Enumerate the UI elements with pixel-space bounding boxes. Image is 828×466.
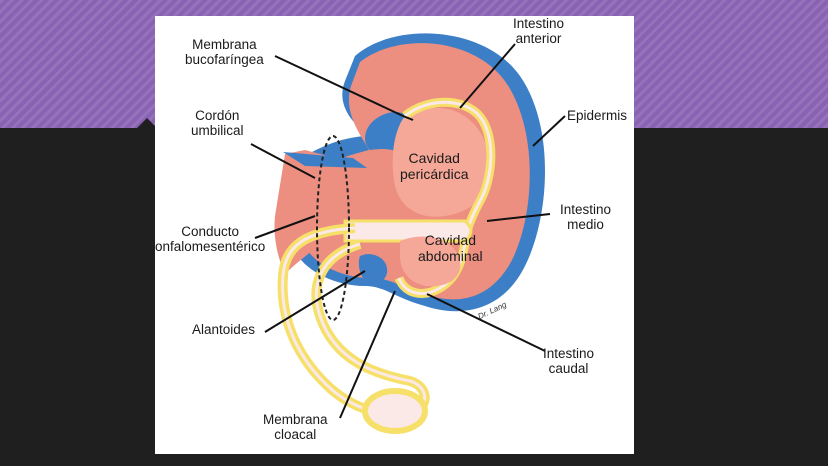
abdominal-cavity <box>400 236 461 287</box>
label-alantoides: Alantoides <box>192 322 256 337</box>
gut-tube-inner <box>397 100 493 295</box>
label-intestino-anterior: Intestino anterior <box>513 16 565 46</box>
yolk-sac <box>362 388 428 434</box>
label-intestino-caudal: Intestino caudal <box>543 346 595 376</box>
label-membrana-cloacal: Membrana cloacal <box>263 412 328 442</box>
label-membrana-bucofaringea: Membrana bucofaríngea <box>185 37 264 67</box>
label-cavidad-abdominal: Cavidad abdominal <box>418 232 483 264</box>
midgut <box>343 219 473 243</box>
leader-lines <box>250 43 566 419</box>
label-conducto-onfalomesenterico: Conducto onfalomesentérico <box>155 224 266 254</box>
dashed-boundary <box>316 135 350 321</box>
background-notch <box>135 118 159 130</box>
cloaca <box>358 254 388 283</box>
umbilical-cord-top <box>283 152 367 168</box>
label-cordon-umbilical: Cordón umbilical <box>191 108 244 138</box>
embryo-illustration <box>250 33 566 434</box>
pericardial-cavity <box>392 107 491 217</box>
label-intestino-medio: Intestino medio <box>560 202 612 232</box>
embryo-diagram-figure: Membrana bucofaríngea Intestino anterior… <box>155 16 634 454</box>
label-cavidad-pericardica: Cavidad pericárdica <box>400 150 469 182</box>
label-epidermis: Epidermis <box>567 108 628 123</box>
